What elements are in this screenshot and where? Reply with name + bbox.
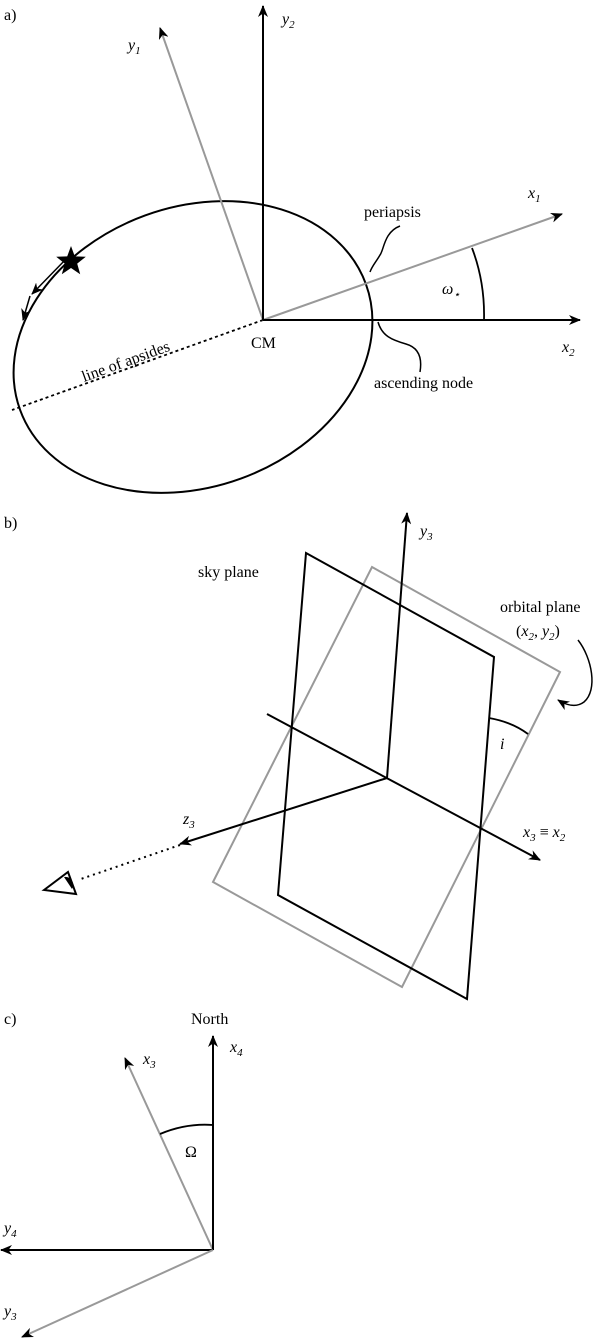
omega-star-label: ω⋆ [442, 281, 460, 301]
y4-axis-label: y4 [2, 1220, 17, 1240]
line-of-apsides [11, 319, 264, 411]
observer-eye-icon [41, 870, 78, 896]
inclination-label: i [500, 736, 504, 753]
ascending-node-label: ascending node [374, 375, 473, 392]
panel-a: a) y2 y1 x1 x2 periapsis ω⋆ line of apsi… [4, 5, 581, 494]
y3-axis-line-c [21, 1249, 214, 1338]
orbit-ellipse [12, 200, 374, 494]
omega-node-label: Ω [185, 1144, 197, 1161]
x3-axis-label-c: x3 [142, 1051, 156, 1071]
orbital-plane-outline [211, 565, 562, 989]
panel-c-label: c) [4, 1011, 16, 1028]
x1-axis-line [262, 212, 563, 321]
y1-axis-line [158, 27, 264, 321]
ascending-node-pointer [377, 321, 422, 373]
sky-plane-outline [276, 551, 496, 1001]
panel-b: b) y3 sky plane orbital plane (x2, y2) i… [4, 512, 593, 1001]
orbit-direction-arrow-lower [21, 295, 31, 321]
panel-c: c) North x3 x4 Ω y4 y3 [0, 1011, 243, 1338]
omega-angle-arc [471, 247, 485, 321]
line-of-apsides-label: line of apsides [80, 338, 173, 386]
sky-plane-label: sky plane [198, 564, 259, 581]
x1-axis-label: x1 [527, 185, 541, 205]
inclination-angle-arc [488, 717, 529, 735]
orbital-plane-label: orbital plane [500, 599, 580, 616]
x3-equiv-x2-label: x3 ≡ x2 [522, 824, 566, 844]
north-label: North [191, 1011, 228, 1028]
x2-axis-label: x2 [561, 339, 575, 359]
periapsis-pointer [369, 225, 401, 273]
line-of-sight [77, 844, 181, 881]
z3-axis-line [179, 777, 388, 846]
y3-axis-label: y3 [418, 523, 433, 543]
z3-axis-label: z3 [182, 811, 195, 831]
panel-a-label: a) [4, 7, 16, 24]
x3-axis-line [266, 713, 541, 861]
cm-label: CM [251, 335, 276, 352]
y3-axis-label-c: y3 [2, 1303, 17, 1323]
panel-b-label: b) [4, 515, 17, 532]
star-icon [56, 246, 86, 275]
periapsis-label: periapsis [364, 204, 421, 221]
omega-node-angle-arc [159, 1123, 214, 1135]
y1-axis-label: y1 [126, 37, 141, 57]
y2-axis-label: y2 [280, 11, 295, 31]
orbital-plane-pointer [557, 639, 593, 711]
x3-axis-line-c [124, 1057, 214, 1251]
y3-axis-line [386, 512, 412, 779]
orbital-plane-coords-label: (x2, y2) [516, 623, 560, 643]
orbit-direction-arrow-upper [31, 257, 68, 295]
x4-axis-label: x4 [229, 1039, 243, 1059]
